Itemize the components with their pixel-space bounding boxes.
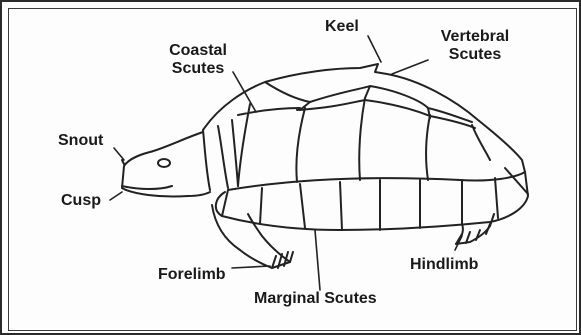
carapace-outline xyxy=(203,64,525,172)
forelimb-claws xyxy=(272,252,293,268)
marginal-scutes-label: Marginal Scutes xyxy=(254,290,377,308)
keel-label: Keel xyxy=(325,18,359,36)
forelimb-outline xyxy=(212,205,290,268)
forelimb-label: Forelimb xyxy=(158,266,226,284)
cusp-leader xyxy=(110,192,122,200)
turtle-eye xyxy=(158,159,170,167)
coastal-leader xyxy=(233,72,256,112)
coastal-label-line1: Coastal xyxy=(162,42,234,60)
hindlimb-label: Hindlimb xyxy=(410,256,478,274)
snout-label: Snout xyxy=(58,132,103,150)
vertebral-leader xyxy=(392,60,428,74)
cusp-label: Cusp xyxy=(61,192,101,210)
vertebral-seams xyxy=(265,82,472,122)
coastal-label-line2: Scutes xyxy=(162,60,234,78)
keel-leader xyxy=(368,36,381,62)
forelimb-leader xyxy=(232,266,270,268)
coastal-seams xyxy=(238,98,490,186)
vertebral-label-line1: Vertebral xyxy=(432,28,518,46)
snout-leader xyxy=(114,148,124,160)
neck-folds xyxy=(203,120,238,190)
mouth-line xyxy=(122,186,172,189)
coastal-scutes-label: Coastal Scutes xyxy=(162,42,234,78)
marginal-leader xyxy=(315,230,320,290)
carapace-lower-edge xyxy=(228,172,525,190)
vertebral-label-line2: Scutes xyxy=(432,46,518,64)
vertebral-scutes-label: Vertebral Scutes xyxy=(432,28,518,64)
